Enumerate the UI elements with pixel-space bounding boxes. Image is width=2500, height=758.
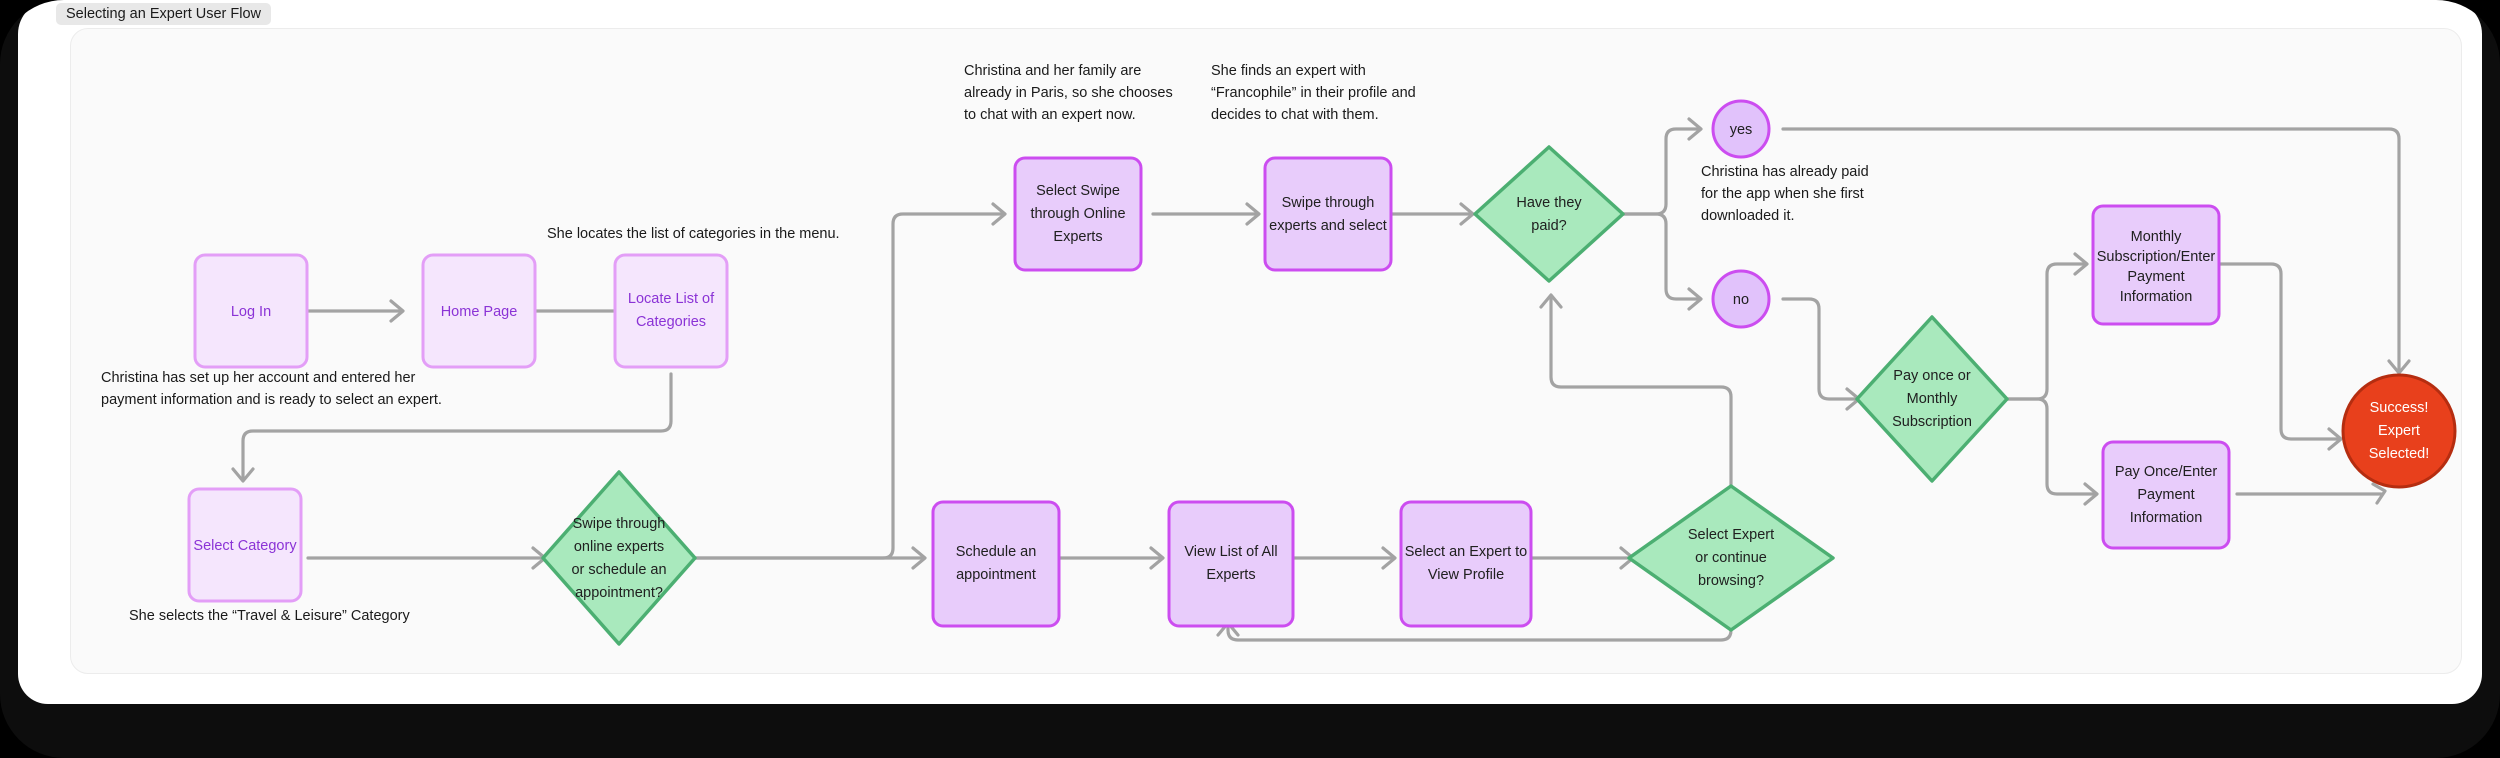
- connector-layer: [231, 117, 2411, 642]
- node-success-l2: Expert: [2378, 423, 2420, 439]
- note-login: Christina has set up her account and ent…: [101, 370, 442, 408]
- node-select-expert-l1: Select an Expert to: [1405, 544, 1528, 560]
- node-viewlist-l1: View List of All: [1184, 544, 1277, 560]
- node-selectcat[interactable]: Select Category: [187, 487, 303, 603]
- edge-monthly-success: [2209, 262, 2343, 451]
- note-franco-l3: decides to chat with them.: [1211, 107, 1379, 123]
- node-select-swipe-l3: Experts: [1053, 229, 1102, 245]
- node-select-or-browse-l2: or continue: [1695, 550, 1767, 566]
- node-locate-label-l2: Categories: [636, 314, 706, 330]
- node-pay-or-monthly-l1: Pay once or: [1893, 368, 1971, 384]
- app-window: Selecting an Expert User Flow: [18, 0, 2482, 704]
- node-select-expert-l2: View Profile: [1428, 567, 1504, 583]
- node-swipe-or-schedule[interactable]: Swipe through online experts or schedule…: [541, 470, 697, 646]
- node-schedule-l1: Schedule an: [956, 544, 1037, 560]
- node-yes[interactable]: yes: [1711, 99, 1771, 159]
- node-home[interactable]: Home Page: [421, 253, 537, 369]
- node-monthly-l1: Monthly: [2131, 229, 2183, 245]
- edge-payordiag-monthly: [2005, 252, 2089, 401]
- note-swipe-l2: already in Paris, so she chooses: [964, 85, 1173, 101]
- node-select-swipe-l1: Select Swipe: [1036, 183, 1120, 199]
- node-payonce-l2: Payment: [2137, 487, 2194, 503]
- note-paid-l1: Christina has already paid: [1701, 164, 1869, 180]
- node-schedule-l2: appointment: [956, 567, 1036, 583]
- node-login[interactable]: Log In: [193, 253, 309, 369]
- edge-viewlist-selectexpert: [1289, 546, 1397, 570]
- node-viewlist-l2: Experts: [1206, 567, 1255, 583]
- note-locate: She locates the list of categories in th…: [547, 226, 840, 242]
- note-paid-l2: for the app when she first: [1701, 186, 1864, 202]
- node-schedule[interactable]: Schedule an appointment: [931, 500, 1061, 628]
- note-already-paid: Christina has already paid for the app w…: [1701, 164, 1869, 224]
- note-paid-l3: downloaded it.: [1701, 208, 1795, 224]
- node-swipe-select-l2: experts and select: [1269, 218, 1387, 234]
- edge-havepaid-yes: [1621, 117, 1703, 216]
- note-selectcat: She selects the “Travel & Leisure” Categ…: [129, 608, 410, 624]
- edge-selorbrowse-havepaid: [1539, 293, 1733, 488]
- node-swipe-or-schedule-l1: Swipe through: [573, 516, 666, 532]
- edge-yes-success: [1781, 127, 2411, 375]
- edge-swipeordiag-schedule: [693, 546, 927, 570]
- note-swipe-l1: Christina and her family are: [964, 63, 1141, 79]
- node-select-swipe[interactable]: Select Swipe through Online Experts: [1013, 156, 1143, 272]
- edge-selectswipe-swipesel: [1151, 202, 1261, 226]
- node-select-or-browse[interactable]: Select Expert or continue browsing?: [1627, 484, 1835, 632]
- node-success-l3: Selected!: [2369, 446, 2429, 462]
- edge-schedule-viewlist: [1055, 546, 1165, 570]
- node-selectcat-label: Select Category: [193, 538, 297, 554]
- node-home-label: Home Page: [441, 304, 518, 320]
- edge-payonce-success: [2235, 482, 2387, 505]
- node-swipe-or-schedule-l2: online experts: [574, 539, 664, 555]
- edge-havepaid-no: [1621, 212, 1703, 311]
- node-have-they-paid-l1: Have they: [1516, 195, 1582, 211]
- edge-locate-selectcat: [231, 372, 673, 483]
- node-pay-once[interactable]: Pay Once/Enter Payment Information: [2101, 440, 2231, 550]
- node-login-label: Log In: [231, 304, 271, 320]
- node-success-l1: Success!: [2370, 400, 2429, 416]
- note-swipe-paris: Christina and her family are already in …: [964, 63, 1173, 123]
- note-locate-l1: She locates the list of categories in th…: [547, 226, 840, 242]
- window-title-chip[interactable]: Selecting an Expert User Flow: [56, 3, 272, 25]
- note-francophile: She finds an expert with “Francophile” i…: [1211, 63, 1416, 123]
- node-swipe-or-schedule-l3: or schedule an: [571, 562, 666, 578]
- node-monthly-l3: Payment: [2127, 269, 2184, 285]
- edge-swipesel-havepaid: [1387, 202, 1475, 226]
- node-monthly-l2: Subscription/Enter: [2097, 249, 2216, 265]
- node-locate-label-l1: Locate List of: [628, 291, 715, 307]
- edge-no-payordiag: [1781, 297, 1861, 411]
- edge-selectexpert-selorbrowse: [1527, 546, 1635, 570]
- node-viewlist[interactable]: View List of All Experts: [1167, 500, 1295, 628]
- edge-payordiag-payonce: [2005, 397, 2099, 506]
- node-pay-or-monthly-l2: Monthly: [1907, 391, 1959, 407]
- node-swipe-or-schedule-l4: appointment?: [575, 585, 663, 601]
- node-no-label: no: [1733, 292, 1749, 308]
- note-login-l1: Christina has set up her account and ent…: [101, 370, 416, 386]
- note-franco-l1: She finds an expert with: [1211, 63, 1366, 79]
- node-payonce-l3: Information: [2130, 510, 2203, 526]
- window-title: Selecting an Expert User Flow: [66, 6, 262, 22]
- note-selectcat-l1: She selects the “Travel & Leisure” Categ…: [129, 608, 410, 624]
- node-have-they-paid-l2: paid?: [1531, 218, 1566, 234]
- node-select-swipe-l2: through Online: [1030, 206, 1125, 222]
- edge-selectcat-swipeordiag: [306, 546, 547, 570]
- node-swipe-select-l1: Swipe through: [1282, 195, 1375, 211]
- node-payonce-l1: Pay Once/Enter: [2115, 464, 2218, 480]
- note-login-l2: payment information and is ready to sele…: [101, 392, 442, 408]
- node-select-or-browse-l3: browsing?: [1698, 573, 1764, 589]
- node-monthly-subscription[interactable]: Monthly Subscription/Enter Payment Infor…: [2091, 204, 2221, 326]
- node-pay-or-monthly-l3: Subscription: [1892, 414, 1972, 430]
- node-select-expert[interactable]: Select an Expert to View Profile: [1399, 500, 1533, 628]
- node-monthly-l4: Information: [2120, 289, 2193, 305]
- flowchart-canvas[interactable]: Log In Home Page Locate List of Categori…: [70, 28, 2462, 674]
- node-locate[interactable]: Locate List of Categories: [613, 253, 729, 369]
- node-select-or-browse-l1: Select Expert: [1688, 527, 1774, 543]
- note-franco-l2: “Francophile” in their profile and: [1211, 85, 1416, 101]
- node-have-they-paid[interactable]: Have they paid?: [1473, 145, 1625, 283]
- note-swipe-l3: to chat with an expert now.: [964, 107, 1136, 123]
- node-pay-or-monthly[interactable]: Pay once or Monthly Subscription: [1855, 315, 2009, 483]
- node-swipe-select[interactable]: Swipe through experts and select: [1263, 156, 1393, 272]
- node-yes-label: yes: [1730, 122, 1753, 138]
- node-success[interactable]: Success! Expert Selected!: [2341, 373, 2457, 489]
- node-no[interactable]: no: [1711, 269, 1771, 329]
